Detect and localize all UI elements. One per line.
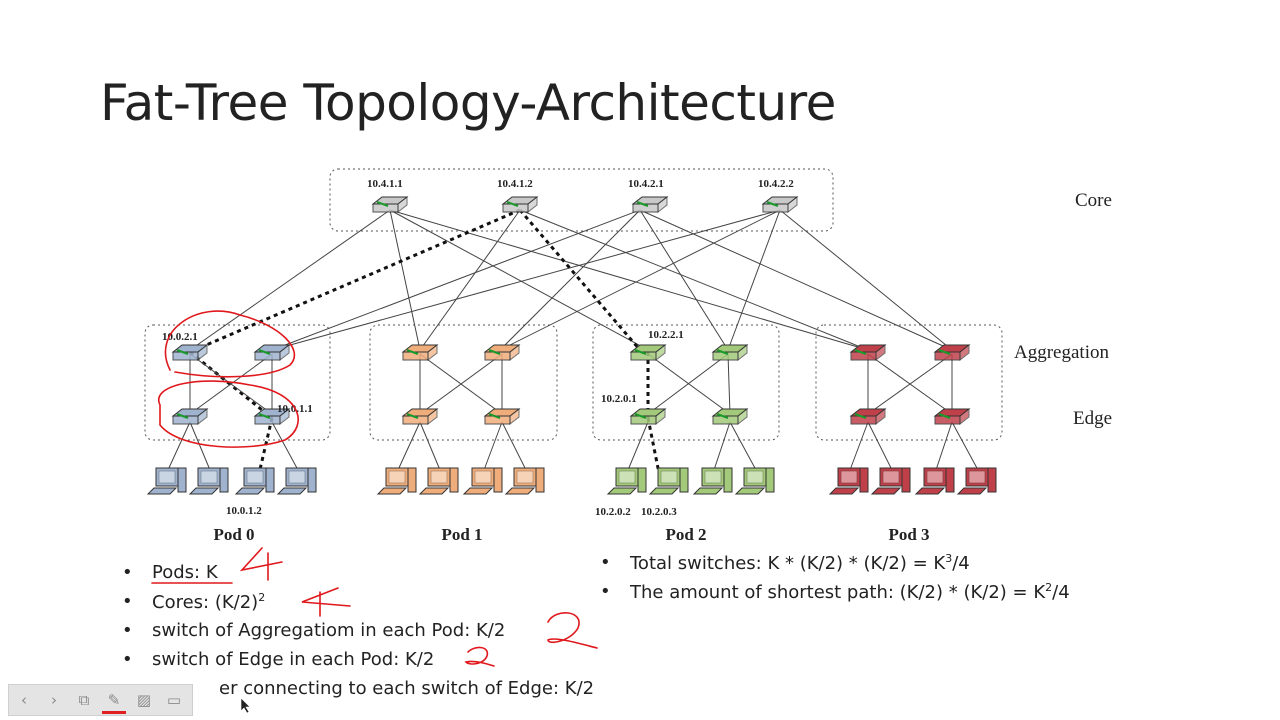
pod3-host-2: [871, 467, 911, 495]
core-layer-box: [329, 168, 834, 232]
pod-links: [167, 353, 979, 471]
highlighted-path: [189, 208, 662, 479]
pod-2-label: Pod 2: [665, 525, 706, 544]
pod0-agg-switch-1: [172, 344, 208, 361]
mouse-cursor-icon: [240, 697, 251, 714]
bullet-cores: •Cores: (K/2)2: [122, 591, 266, 613]
pod2-agg-switch-2: [712, 344, 748, 361]
handwritten-2-b: [464, 646, 495, 667]
pod1-host-2: [419, 467, 459, 495]
handwritten-annotations: [151, 310, 598, 667]
pod2-edge-address: 10.2.0.1: [601, 393, 637, 405]
pod0-host-1: [147, 467, 187, 495]
core-links: [189, 209, 953, 351]
eraser-icon[interactable]: ▨: [136, 691, 152, 709]
core-layer-label: Core: [1075, 190, 1112, 211]
handwritten-2-a: [547, 612, 598, 649]
pod1-agg-switch-2: [484, 344, 520, 361]
pod-2-box: [592, 324, 780, 441]
slides-icon[interactable]: ⧉: [78, 691, 90, 709]
pod1-edge-switch-2: [484, 408, 520, 425]
pod-0-box: [144, 324, 331, 441]
pod-1-box: [369, 324, 558, 441]
pod2-agg-address: 10.2.2.1: [648, 329, 684, 341]
pod2-host-3: [693, 467, 733, 495]
pod1-host-3: [463, 467, 503, 495]
pod0-host-3: [235, 467, 275, 495]
core-address-3: 10.4.2.1: [628, 178, 664, 190]
pod0-host-4: [277, 467, 317, 495]
pod2-host-address-b: 10.2.0.3: [641, 506, 677, 518]
circle-annotation-edge: [157, 380, 299, 448]
pod0-agg-switch-2: [254, 344, 290, 361]
core-switch-1: [372, 196, 408, 213]
chevron-left-icon[interactable]: ‹: [21, 691, 27, 709]
pod-1-label: Pod 1: [441, 525, 482, 544]
core-switch-2: [502, 196, 538, 213]
pod2-edge-switch-2: [712, 408, 748, 425]
pod3-agg-switch-2: [934, 344, 970, 361]
bullet-shortest-path: •The amount of shortest path: (K/2) * (K…: [600, 581, 1070, 603]
pod-3-label: Pod 3: [888, 525, 929, 544]
pod2-host-4: [735, 467, 775, 495]
pod2-host-1: [607, 467, 647, 495]
pod0-edge-switch-1: [172, 408, 208, 425]
handwritten-4-b: [301, 587, 351, 617]
pod0-host-address: 10.0.1.2: [226, 505, 262, 517]
core-switch-3: [632, 196, 668, 213]
pod3-agg-switch-1: [850, 344, 886, 361]
presenter-toolbar: ‹ › ⧉ ✎ ▨ ▭: [8, 684, 193, 716]
pod2-host-address-a: 10.2.0.2: [595, 506, 631, 518]
core-address-4: 10.4.2.2: [758, 178, 794, 190]
pen-icon[interactable]: ✎: [99, 685, 129, 715]
edge-layer-label: Edge: [1073, 408, 1112, 429]
pod3-host-4: [957, 467, 997, 495]
pod3-host-1: [829, 467, 869, 495]
core-switch-4: [762, 196, 798, 213]
pod3-edge-switch-1: [850, 408, 886, 425]
pod1-host-1: [377, 467, 417, 495]
pod0-host-2: [189, 467, 229, 495]
core-address-2: 10.4.1.2: [497, 178, 533, 190]
aggregation-layer-label: Aggregation: [1014, 342, 1109, 363]
bullet-pods: •Pods: K: [122, 562, 218, 583]
chevron-right-icon[interactable]: ›: [51, 691, 57, 709]
pod-0-label: Pod 0: [213, 525, 254, 544]
pod2-edge-switch-1: [630, 408, 666, 425]
bullet-aggregation: •switch of Aggregatiom in each Pod: K/2: [122, 620, 506, 641]
pod1-agg-switch-1: [402, 344, 438, 361]
bullet-total-switches: •Total switches: K * (K/2) * (K/2) = K3/…: [600, 552, 970, 574]
bullet-edge: •switch of Edge in each Pod: K/2: [122, 649, 435, 670]
pod1-edge-switch-1: [402, 408, 438, 425]
pod2-host-2: [649, 467, 689, 495]
core-address-1: 10.4.1.1: [367, 178, 403, 190]
slide-title: Fat-Tree Topology-Architecture: [100, 74, 836, 132]
pod3-host-3: [915, 467, 955, 495]
handwritten-4-a: [239, 547, 283, 581]
bullet-host: er connecting to each switch of Edge: K/…: [219, 678, 595, 699]
screen-icon[interactable]: ▭: [166, 691, 182, 709]
circle-annotation-agg: [164, 310, 296, 378]
pod1-host-4: [505, 467, 545, 495]
pod3-edge-switch-2: [934, 408, 970, 425]
pod-3-box: [815, 324, 1003, 441]
